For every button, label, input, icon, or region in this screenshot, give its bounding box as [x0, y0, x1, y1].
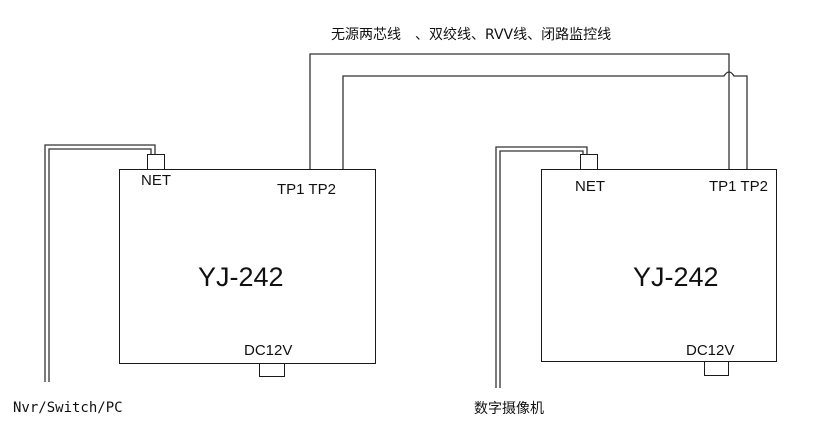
left-power-label: DC12V	[244, 342, 293, 359]
tp2-wire	[342, 71, 748, 172]
right-power-label: DC12V	[686, 342, 735, 359]
left-host-label: Nvr/Switch/PC	[13, 400, 123, 416]
left-net-cable	[44, 144, 156, 382]
cable-type-note: 无源两芯线 、双绞线、RVV线、闭路监控线	[331, 27, 612, 43]
left-device-model: YJ-242	[198, 262, 284, 292]
right-power-port	[704, 361, 729, 376]
right-net-cable-inner	[499, 150, 584, 388]
left-device-box: NET TP1 TP2 YJ-242 DC12V	[119, 169, 376, 364]
right-net-cable	[495, 146, 588, 388]
right-host-label: 数字摄像机	[474, 401, 544, 417]
right-tp-label: TP1 TP2	[709, 178, 768, 195]
tp1-wire	[309, 53, 730, 172]
left-power-port	[259, 363, 285, 377]
right-device-model: YJ-242	[633, 262, 719, 292]
right-net-port	[580, 154, 598, 170]
left-net-port	[147, 154, 165, 170]
right-device-box: NET TP1 TP2 YJ-242 DC12V	[541, 169, 777, 362]
left-tp-label: TP1 TP2	[277, 181, 336, 198]
left-net-cable-inner	[48, 148, 152, 382]
left-net-label: NET	[141, 172, 171, 189]
right-net-label: NET	[575, 178, 605, 195]
